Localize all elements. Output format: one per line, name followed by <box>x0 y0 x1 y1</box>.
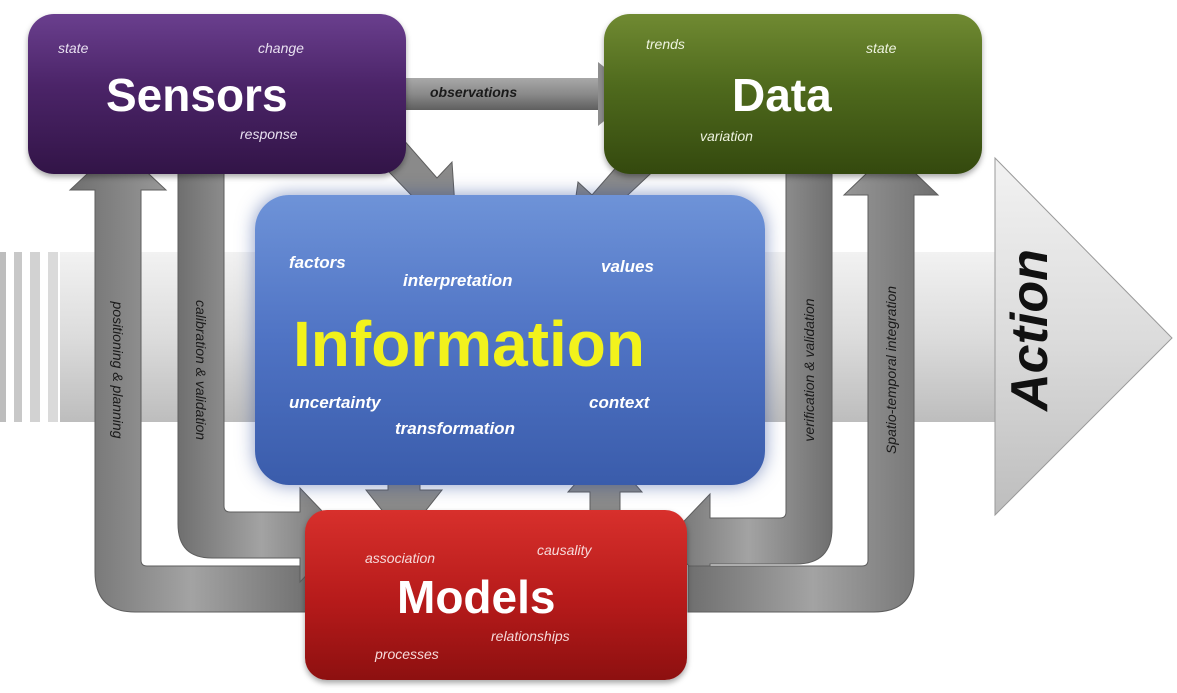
spatio-temporal-label: Spatio-temporal integration <box>883 285 899 455</box>
data-box: trends state Data variation <box>604 14 982 174</box>
information-keyword-transformation: transformation <box>395 419 515 438</box>
data-keyword-state: state <box>866 40 897 56</box>
observations-label: observations <box>430 84 518 100</box>
sensors-box: state change Sensors response <box>28 14 406 174</box>
sensors-keyword-state: state <box>58 40 89 56</box>
verification-label: verification & validation <box>801 298 817 442</box>
models-keyword-processes: processes <box>375 646 439 662</box>
information-title: Information <box>293 308 645 380</box>
information-keyword-values: values <box>601 257 654 276</box>
models-keyword-relationships: relationships <box>491 628 570 644</box>
information-keyword-uncertainty: uncertainty <box>289 393 381 412</box>
action-label: Action <box>1001 249 1059 411</box>
sensors-keyword-response: response <box>240 126 298 142</box>
data-keyword-trends: trends <box>646 36 685 52</box>
sensors-keyword-change: change <box>258 40 304 56</box>
positioning-label: positioning & planning <box>110 301 126 439</box>
models-title: Models <box>397 571 556 623</box>
models-keyword-causality: causality <box>537 542 592 558</box>
information-keyword-context: context <box>589 393 650 412</box>
data-keyword-variation: variation <box>700 128 753 144</box>
models-keyword-association: association <box>365 550 436 566</box>
information-keyword-factors: factors <box>289 253 346 272</box>
data-title: Data <box>732 69 832 121</box>
calibration-label: calibration & validation <box>193 299 209 441</box>
models-box: association causality Models relationshi… <box>305 510 687 680</box>
information-keyword-interpretation: interpretation <box>403 271 513 290</box>
information-box: factors interpretation values Informatio… <box>255 195 765 485</box>
sensors-title: Sensors <box>106 69 288 121</box>
